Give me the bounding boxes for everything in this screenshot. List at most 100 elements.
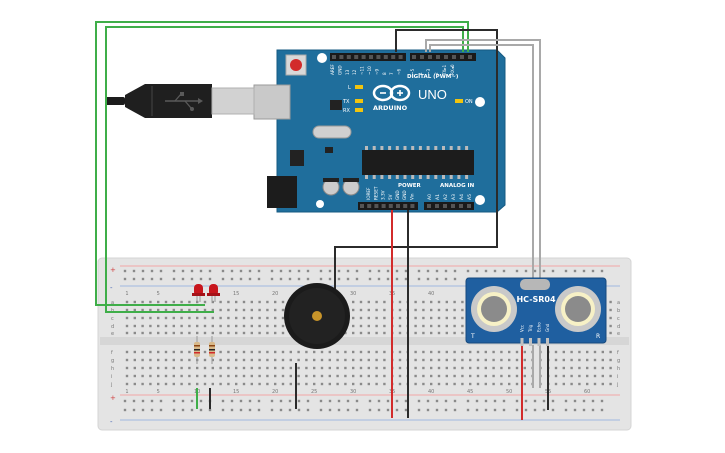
- power-jack: [267, 176, 297, 208]
- column-number: 1: [125, 389, 128, 395]
- wire-gray-trig[interactable]: [425, 39, 541, 290]
- digital-pin-label: ~6: [397, 68, 402, 75]
- microcontroller-chip: [362, 150, 474, 175]
- row-letter: e: [111, 331, 114, 337]
- led-red-2[interactable]: [207, 284, 220, 302]
- digital-pin-label: 4: [418, 72, 423, 75]
- piezo-buzzer[interactable]: [284, 283, 350, 349]
- digital-pin-label: ~9: [374, 68, 379, 75]
- row-letter: j: [616, 382, 618, 388]
- wire-gray-echo[interactable]: [429, 44, 534, 290]
- sensor-pin-label: Gnd: [545, 323, 550, 332]
- usb-cable-metal-connector: [211, 87, 255, 115]
- power-pin-label: 3.3V: [381, 190, 386, 200]
- mounting-hole: [475, 97, 485, 107]
- led-on-indicator: [455, 99, 463, 103]
- column-number: 20: [272, 291, 278, 297]
- power-pin-label: 5V: [388, 194, 393, 200]
- row-letter: g: [111, 358, 114, 364]
- digital-pin-label: ~10: [367, 66, 372, 75]
- power-pin-label: GND: [402, 190, 407, 200]
- sensor-pin-label: Echo: [537, 322, 542, 332]
- column-number: 40: [428, 291, 434, 297]
- analog-header-label: ANALOG IN: [440, 183, 475, 189]
- analog-pin-label: A5: [467, 194, 473, 200]
- board-model-text: UNO: [418, 87, 447, 102]
- digital-pin-label: 12: [352, 69, 357, 75]
- mounting-hole: [317, 53, 327, 63]
- digital-pin-label: AREF: [330, 64, 335, 75]
- row-letter: i: [111, 374, 112, 380]
- power-pin-label: Vin: [409, 193, 414, 200]
- analog-header: [424, 202, 474, 210]
- sensor-transmitter-icon: [471, 286, 517, 332]
- row-letter: d: [617, 324, 620, 330]
- sensor-pin-label: Vcc: [520, 325, 525, 332]
- sensor-transmitter-mark: T: [470, 333, 475, 340]
- sensor-pin: [529, 338, 532, 346]
- digital-pin-label: GND: [337, 65, 342, 75]
- rail-minus-label: -: [110, 418, 113, 426]
- led-rx-label: RX: [343, 108, 350, 114]
- wire-black-buzzer[interactable]: [334, 29, 498, 300]
- led-rx-indicator: [355, 108, 363, 112]
- header-holes: [332, 55, 472, 208]
- power-pin-label: GND: [395, 190, 400, 200]
- row-letter: f: [617, 350, 619, 356]
- usb-cable-strain-relief: [105, 97, 125, 105]
- column-number: 15: [233, 389, 239, 395]
- digital-pin-label: RX◂0: [450, 64, 455, 75]
- wire-green-inner[interactable]: [105, 26, 464, 313]
- rail-plus-label: +: [110, 394, 116, 402]
- resistor-1[interactable]: [194, 336, 200, 364]
- resistor-2[interactable]: [209, 336, 215, 364]
- row-letter: b: [617, 308, 620, 314]
- usb-port: [253, 84, 291, 120]
- led-tx-label: TX: [342, 99, 350, 105]
- column-number: 25: [311, 389, 317, 395]
- center-channel: [100, 337, 629, 345]
- sensor-pin: [520, 338, 524, 346]
- sensor-receiver-mark: R: [596, 333, 600, 340]
- row-letter: d: [111, 324, 114, 330]
- analog-pin-label: A1: [435, 194, 441, 200]
- arduino-logo-icon: [372, 84, 411, 102]
- usb-cable[interactable]: [105, 84, 255, 118]
- column-number: 5: [157, 389, 160, 395]
- power-header: [358, 202, 418, 210]
- sensor-label: HC-SR04: [516, 295, 556, 304]
- column-number: 1: [125, 291, 128, 297]
- mounting-hole: [316, 200, 324, 208]
- digital-pin-label: ~11: [360, 66, 365, 75]
- digital-header-left: [330, 53, 406, 61]
- analog-pin-label: A0: [427, 194, 433, 200]
- rail-plus-label: +: [110, 266, 116, 274]
- digital-pin-label: ~5: [410, 68, 415, 75]
- sensor-pin: [537, 338, 541, 346]
- led-red-1[interactable]: [192, 284, 205, 302]
- digital-pin-label: 7: [389, 72, 394, 75]
- column-number: 5: [157, 291, 160, 297]
- sensor-crystal: [520, 279, 550, 290]
- column-number: 30: [350, 389, 356, 395]
- row-letter: j: [110, 382, 112, 388]
- rail-minus-label: -: [110, 284, 113, 292]
- column-number: 20: [272, 389, 278, 395]
- digital-pin-label: TX▸1: [442, 64, 447, 76]
- row-letter: f: [111, 350, 113, 356]
- wire-green-outer[interactable]: [95, 21, 469, 306]
- column-number: 40: [428, 389, 434, 395]
- digital-header-label: DIGITAL (PWM~): [407, 74, 459, 80]
- row-letter: c: [111, 316, 114, 322]
- column-number: 45: [467, 389, 473, 395]
- column-number: 15: [233, 291, 239, 297]
- power-header-label: POWER: [398, 183, 422, 189]
